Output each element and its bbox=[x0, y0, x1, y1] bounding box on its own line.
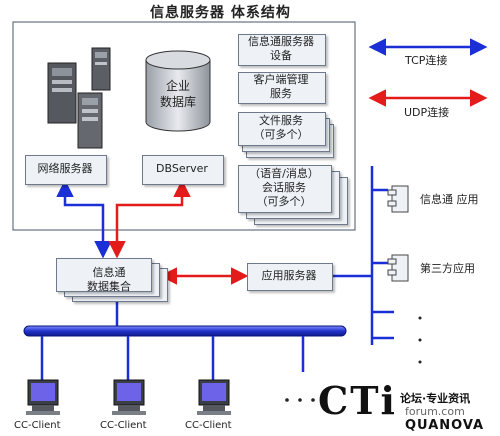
service-box-4 bbox=[238, 165, 332, 213]
tcp-link-network-cluster bbox=[56, 179, 112, 259]
cluster-box bbox=[56, 258, 152, 292]
db-server-box bbox=[142, 155, 224, 185]
tcp-legend-label: TCP连接 bbox=[405, 54, 448, 67]
monitor-icon-2 bbox=[112, 379, 146, 415]
service-label-4: （语音/消息） 会话服务 （可多个） bbox=[249, 166, 319, 209]
service-box-2 bbox=[238, 72, 326, 104]
udp-link-db-cluster bbox=[108, 179, 191, 259]
client-label-2: CC-Client bbox=[100, 420, 147, 431]
client-bus bbox=[23, 325, 347, 337]
app-server-box bbox=[247, 263, 333, 291]
network-server-label: 网络服务器 bbox=[37, 161, 93, 175]
database-icon bbox=[145, 50, 211, 132]
service-label-2: 客户端管理 服务 bbox=[253, 72, 309, 100]
ellipsis-dots-horizontal bbox=[285, 398, 315, 402]
service-box-1 bbox=[238, 34, 326, 66]
watermark-subtitle: 论坛·专业资讯 bbox=[400, 392, 471, 405]
udp-legend-label: UDP连接 bbox=[404, 106, 450, 119]
server-icon bbox=[47, 47, 111, 149]
monitor-icon-1 bbox=[26, 379, 60, 415]
client-label-1: CC-Client bbox=[14, 420, 61, 431]
component-icon-2 bbox=[387, 254, 409, 282]
watermark-logo: CTi bbox=[318, 378, 397, 423]
app-label-1: 信息通 应用 bbox=[420, 193, 479, 206]
service-label-3: 文件服务 （可多个） bbox=[253, 113, 309, 141]
network-server-box bbox=[25, 155, 107, 185]
db-server-label: DBServer bbox=[156, 161, 208, 175]
cluster-label: 信息通 数据集合 bbox=[87, 265, 131, 293]
diagram-title: 信息服务器 体系结构 bbox=[150, 5, 291, 21]
component-icon-1 bbox=[387, 185, 409, 213]
service-label-1: 信息通服务器 设备 bbox=[248, 34, 314, 62]
client-label-3: CC-Client bbox=[185, 420, 232, 431]
watermark-quanova: QUANOVA bbox=[405, 418, 485, 433]
watermark-forum: forum.com bbox=[405, 405, 465, 418]
app-label-2: 第三方应用 bbox=[420, 262, 475, 275]
ellipsis-dots-vertical bbox=[418, 316, 422, 364]
app-server-label: 应用服务器 bbox=[261, 268, 317, 282]
database-label: 企业 数据库 bbox=[159, 79, 196, 109]
service-box-3 bbox=[238, 112, 326, 146]
monitor-icon-3 bbox=[197, 379, 231, 415]
